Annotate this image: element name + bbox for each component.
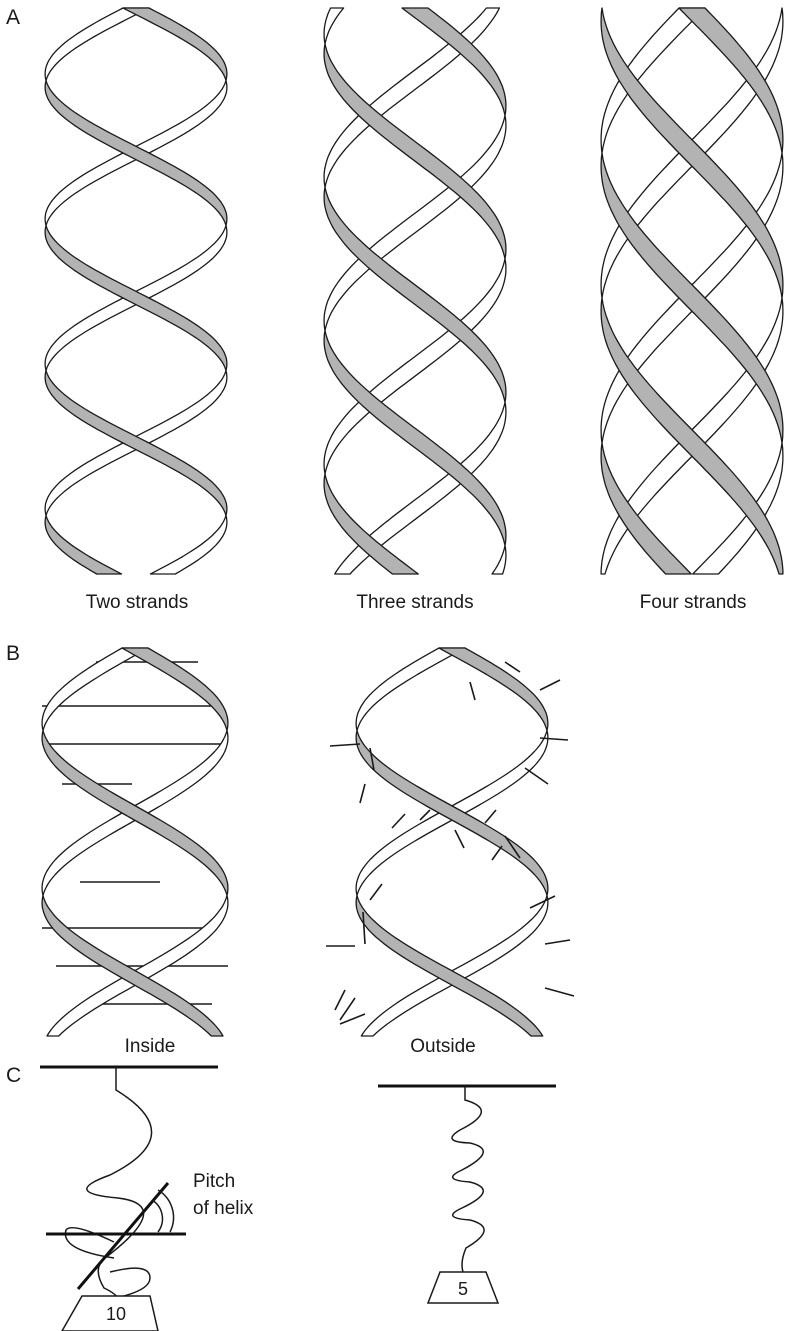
- ribbon-front-segment: [45, 371, 227, 516]
- base-tick: [505, 662, 520, 672]
- base-tick: [545, 988, 574, 996]
- ribbon-front-segment: [679, 8, 783, 153]
- ribbon-front-segment: [356, 731, 548, 896]
- caption-three-strands: Three strands: [356, 592, 473, 613]
- four-strand-helix: [601, 8, 783, 574]
- base-tick: [392, 814, 405, 828]
- base-tick: [485, 810, 496, 823]
- panel-c: C Pitch of helix 5 10: [6, 1064, 556, 1331]
- ribbon-front-segment: [402, 8, 506, 116]
- outside-helix: [356, 648, 548, 1036]
- caption-two-strands: Two strands: [86, 592, 188, 613]
- caption-four-strands: Four strands: [640, 592, 747, 613]
- ribbon-front-segment: [45, 516, 121, 575]
- caption-inside: Inside: [125, 1036, 176, 1057]
- base-tick: [545, 940, 570, 944]
- ribbon-front-segment: [601, 8, 783, 298]
- ribbon-back-segment: [601, 8, 705, 153]
- ribbon-back-segment: [492, 546, 506, 575]
- panel-b-label: B: [6, 642, 20, 665]
- base-tick: [360, 784, 365, 803]
- base-tick: [330, 744, 360, 746]
- ribbon-front-segment: [123, 8, 227, 81]
- ribbon-back-segment: [42, 648, 148, 731]
- ribbon-front-segment: [122, 648, 228, 731]
- weight-10-label: 10: [106, 1304, 126, 1324]
- ribbon-front-segment: [42, 731, 228, 896]
- ribbon-back-segment: [356, 648, 465, 731]
- panel-c-label: C: [6, 1064, 21, 1087]
- pitch-angle-arc-inner: [152, 1200, 162, 1232]
- base-tick: [335, 990, 345, 1010]
- base-tick: [470, 682, 475, 700]
- three-strand-helix: [324, 8, 506, 574]
- inside-base-lines: [42, 662, 228, 1004]
- ribbon-front-segment: [45, 81, 227, 226]
- base-tick: [455, 830, 464, 848]
- ribbon-back-segment: [324, 8, 344, 44]
- ribbon-back-segment: [151, 516, 227, 575]
- base-tick: [340, 998, 355, 1020]
- spring-coil-lower: [106, 1268, 150, 1300]
- ribbon-front-segment: [439, 648, 548, 731]
- base-tick: [525, 768, 548, 784]
- ribbon-back-segment: [45, 8, 149, 81]
- compressed-spring: [452, 1086, 484, 1272]
- base-tick: [540, 680, 560, 690]
- weight-5-label: 5: [458, 1279, 468, 1299]
- panel-a: A Two strands Three strands Four strands: [6, 6, 783, 613]
- ribbon-front-segment: [601, 153, 783, 443]
- panel-a-label: A: [6, 6, 20, 29]
- ribbon-front-segment: [601, 298, 783, 574]
- caption-outside: Outside: [410, 1036, 475, 1057]
- stretched-spring: [87, 1067, 152, 1331]
- pitch-label-line2: of helix: [193, 1198, 254, 1219]
- base-tick: [370, 884, 382, 900]
- ribbon-front-segment: [45, 226, 227, 371]
- panel-b: B Inside Outside: [6, 642, 574, 1057]
- base-tick: [492, 846, 502, 860]
- two-strand-helix: [45, 8, 227, 574]
- pitch-label: Pitch: [193, 1171, 235, 1192]
